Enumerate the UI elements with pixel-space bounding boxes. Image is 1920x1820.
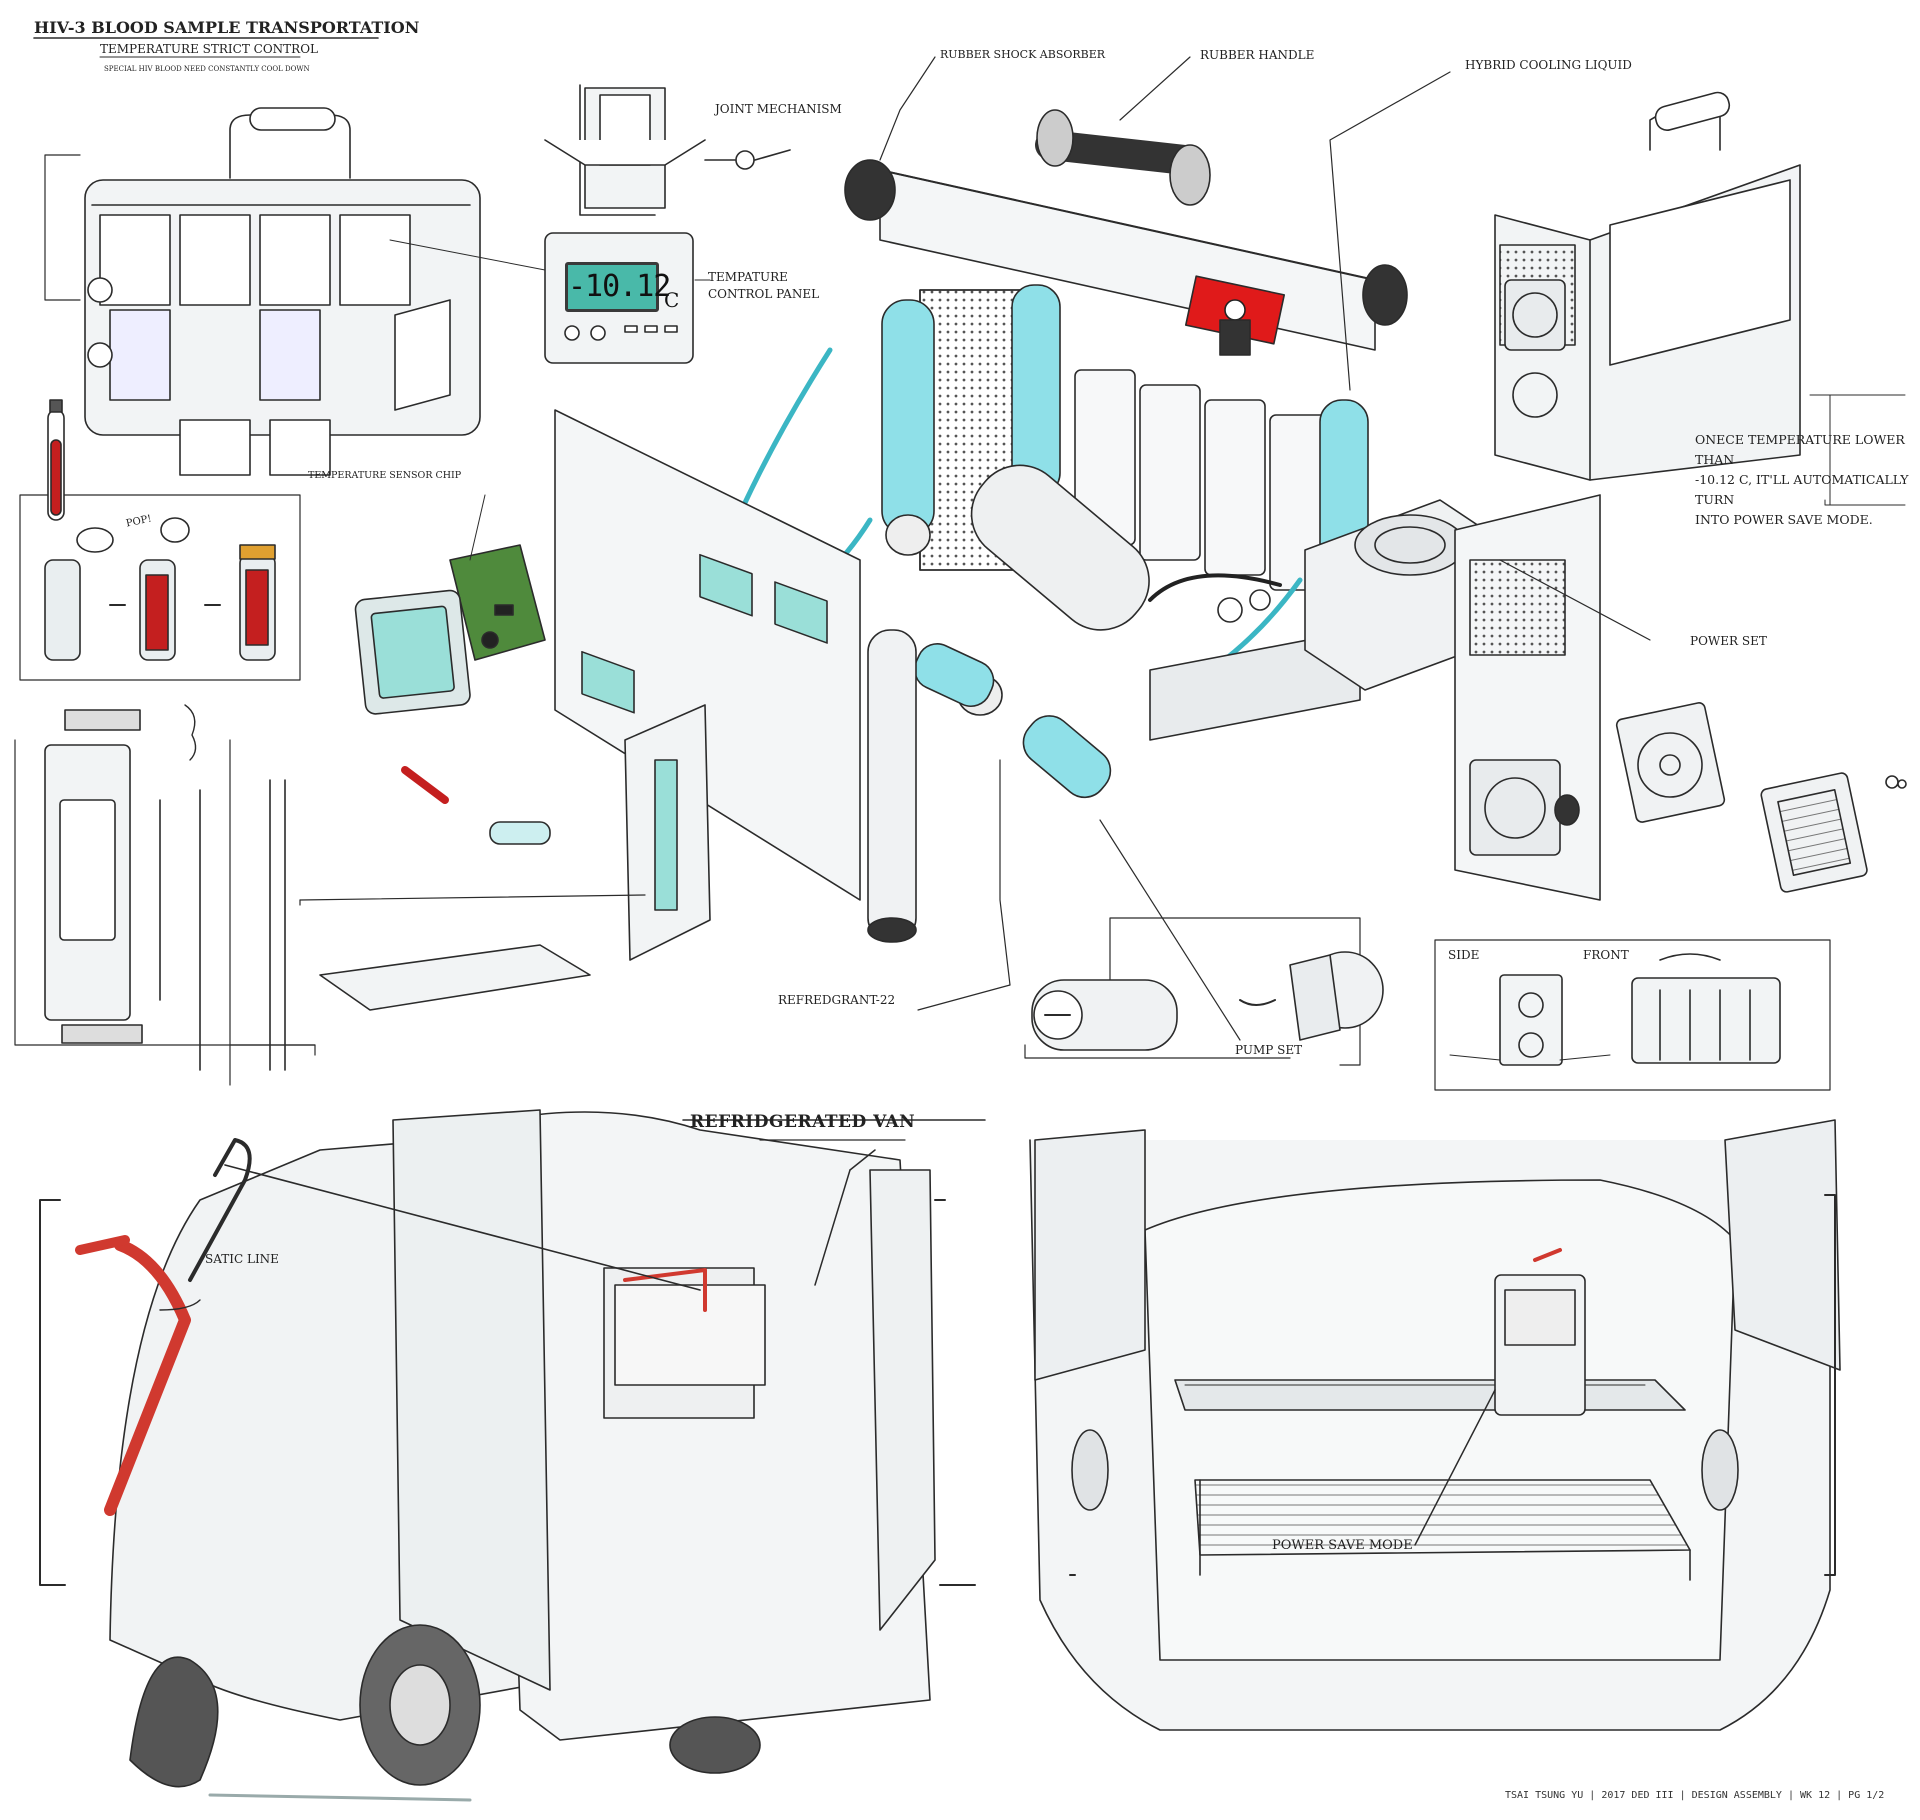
pump-set-detail: [1024, 917, 1384, 1066]
label-pump-set: PUMP SET: [1235, 1043, 1303, 1057]
case-rear-view: [1494, 91, 1906, 506]
joint-mechanism-detail: [544, 84, 791, 216]
label-refrigerant: REFREDGRANT-22: [778, 993, 896, 1007]
label-refrigerated-van: REFRIDGERATED VAN: [690, 1112, 916, 1132]
label-rubber-handle: RUBBER HANDLE: [1200, 48, 1315, 62]
exploded-case-assembly: [554, 109, 1907, 961]
label-side-view: SIDE: [1448, 948, 1480, 962]
temperature-display: -10.12: [565, 262, 671, 312]
label-temperature-sensor-chip: TEMPERATURE SENSOR CHIP: [308, 470, 462, 481]
van-rear-interior-view: [1029, 1119, 1841, 1731]
van-rear-quarter-view: [39, 1109, 986, 1802]
power-save-note: ONECE TEMPERATURE LOWER THAN -10.12 C, I…: [1695, 430, 1920, 530]
artist-signature: TSAI TSUNG YU | 2017 DED III | DESIGN AS…: [1505, 1790, 1885, 1801]
title-note: SPECIAL HIV BLOOD NEED CONSTANTLY COOL D…: [104, 65, 310, 73]
power-note-line-1: ONECE TEMPERATURE LOWER THAN: [1695, 432, 1905, 467]
side-front-views: [1434, 939, 1831, 1091]
main-title: HIV-3 BLOOD SAMPLE TRANSPORTATION: [34, 18, 420, 37]
label-joint-mechanism: JOINT MECHANISM: [715, 102, 842, 116]
label-power-set: POWER SET: [1690, 634, 1767, 648]
label-front-view: FRONT: [1583, 948, 1629, 962]
sensor-chip-pcb: [449, 494, 546, 661]
label-hybrid-cooling-liquid: HYBRID COOLING LIQUID: [1465, 58, 1632, 72]
label-rubber-shock-absorber: RUBBER SHOCK ABSORBER: [940, 48, 1106, 61]
label-temp-panel-line2: CONTROL PANEL: [708, 287, 820, 301]
label-static-line: SATIC LINE: [205, 1252, 279, 1266]
case-front-view: [44, 107, 481, 476]
label-power-save-mode: POWER SAVE MODE: [1272, 1538, 1413, 1553]
slide-latch-detail: [14, 704, 316, 1086]
power-note-line-3: INTO POWER SAVE MODE.: [1695, 512, 1873, 527]
subtitle: TEMPERATURE STRICT CONTROL: [100, 42, 319, 56]
label-temp-panel-line1: TEMPATURE: [708, 270, 788, 284]
vial-assembly-detail: [19, 399, 301, 681]
static-line-strap: [75, 1138, 252, 1516]
temperature-unit: C: [664, 288, 680, 312]
power-note-line-2: -10.12 C, IT'LL AUTOMATICALLY TURN: [1695, 472, 1909, 507]
